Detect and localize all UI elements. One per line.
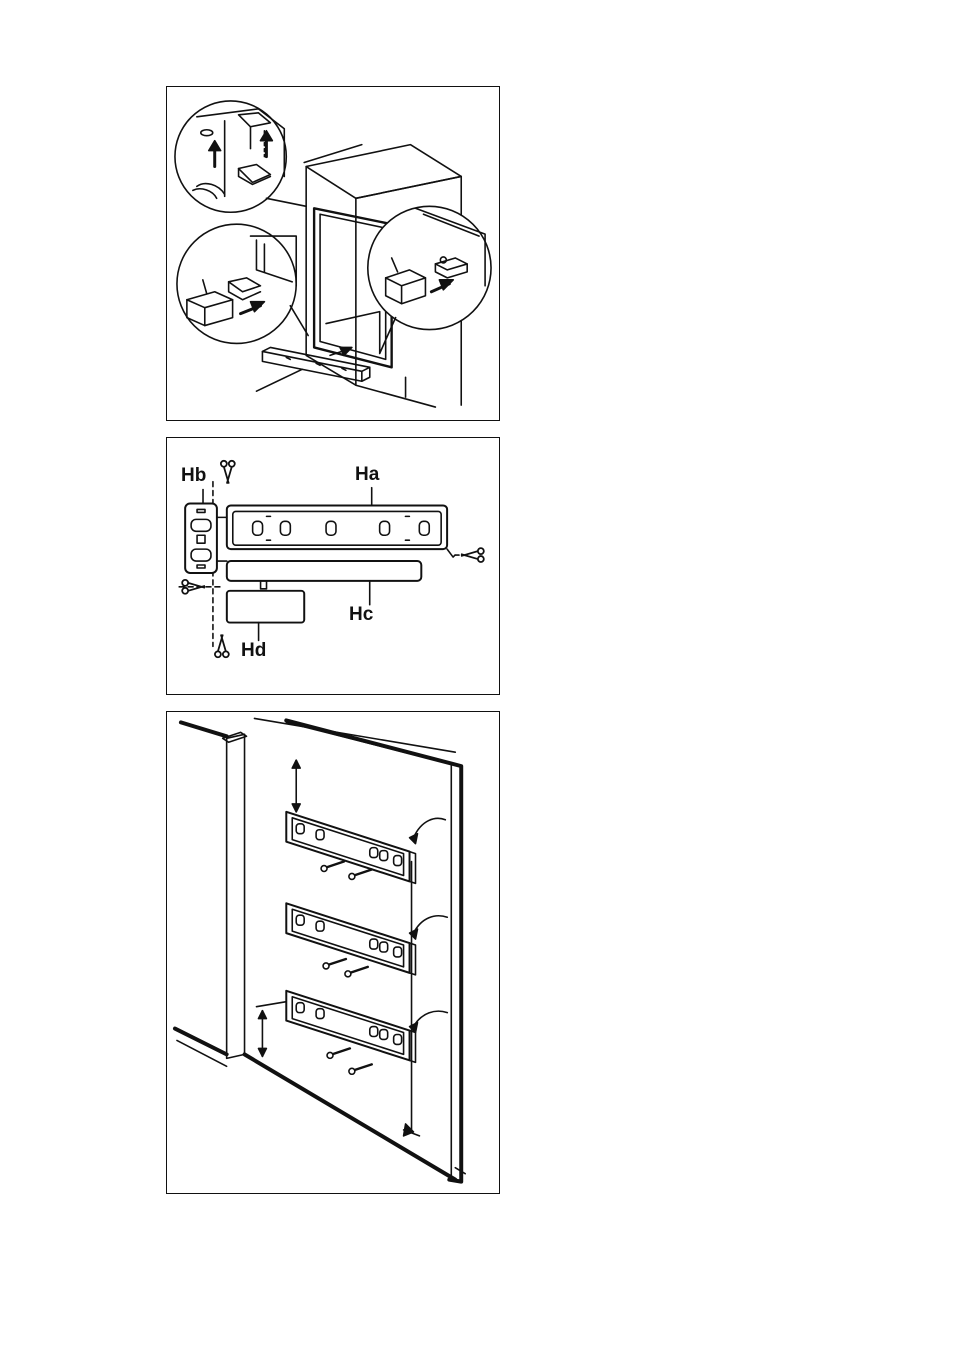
scissors-icon: [461, 548, 484, 562]
figure-hinge-cover-removal: [166, 86, 500, 421]
part-hd: [227, 591, 304, 623]
screw-icon: [323, 959, 346, 969]
door-rail-middle: [286, 903, 447, 975]
screw-icon: [321, 862, 344, 872]
cabinet-top: [306, 145, 461, 199]
screw-icon: [349, 870, 372, 880]
cabinet-post: [227, 734, 245, 1058]
label-hb: Hb: [181, 466, 206, 485]
scissors-icon: [221, 461, 235, 484]
figure-cover-parts-cutting: Hb Ha Hc Hd: [166, 437, 500, 695]
detail-circle-right: [368, 206, 491, 329]
screw-icon: [327, 1048, 350, 1058]
detail-circle-left: [177, 224, 296, 343]
part-hb: [185, 503, 217, 572]
label-ha: Ha: [355, 465, 379, 484]
label-hc: Hc: [349, 605, 373, 624]
label-hd: Hd: [241, 641, 266, 660]
cabinet-top-edge: [304, 145, 362, 163]
figure-door-rail-mounting: [166, 711, 500, 1194]
screw-icon: [349, 1064, 372, 1074]
part-hc: [227, 561, 421, 581]
door-rail-bottom: [286, 991, 447, 1063]
screw-icon: [345, 967, 368, 977]
scissors-icon: [215, 634, 229, 657]
